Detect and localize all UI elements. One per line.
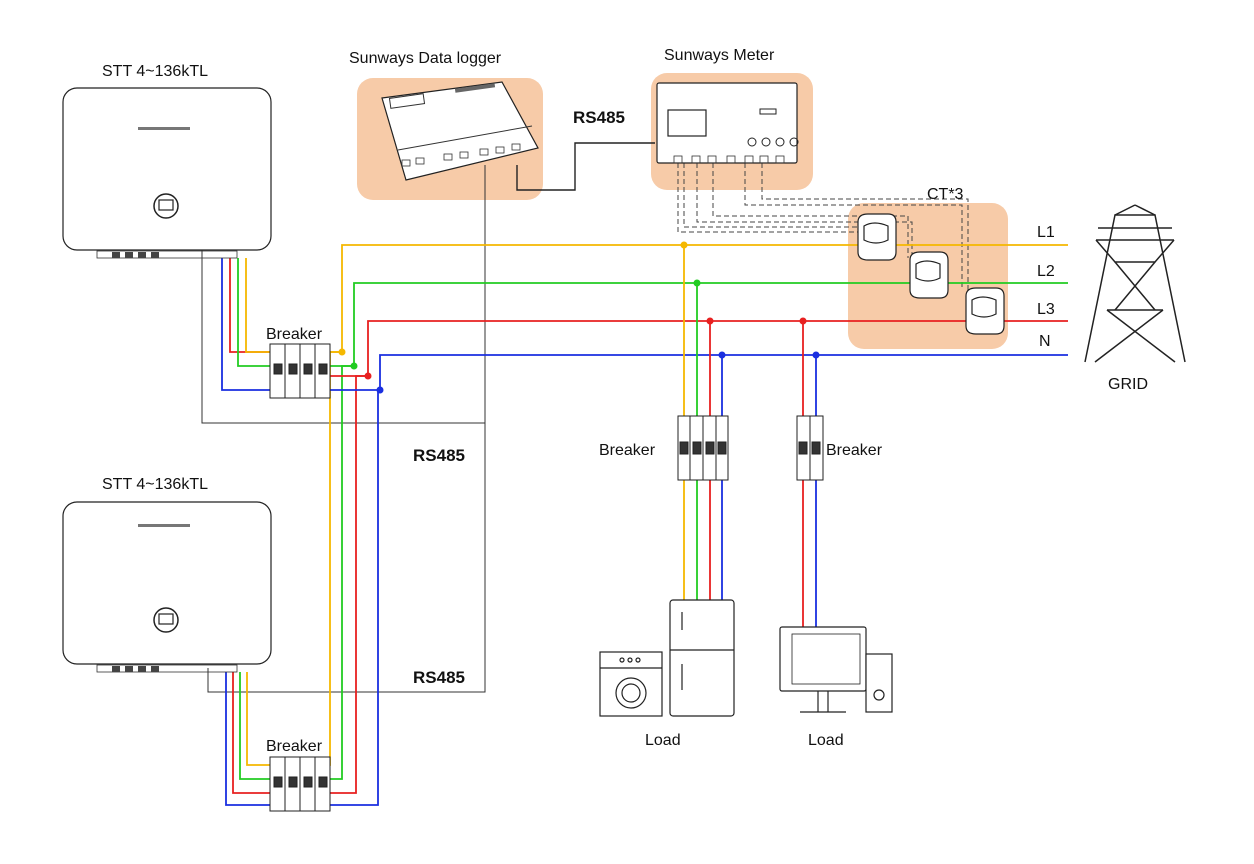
breaker-icon [269,343,331,399]
breaker-load-1ph-label: Breaker [826,442,883,459]
line-n-label: N [1039,333,1051,350]
meter-label: Sunways Meter [664,47,775,64]
rs485-mid-label: RS485 [413,446,465,465]
line-l3-label: L3 [1037,301,1055,318]
breaker-icon [269,756,331,812]
line-l2-label: L2 [1037,263,1055,280]
fridge-icon [669,599,735,717]
breaker-icon [796,415,824,481]
grid-tower-icon [1084,204,1186,363]
inverter-bottom-label: STT 4~136kTL [102,476,208,493]
load-appliances-label: Load [645,732,681,749]
breaker-load-3ph-label: Breaker [599,442,656,459]
ct-label: CT*3 [927,186,964,203]
meter-icon [656,82,799,164]
breaker-icon [677,415,729,481]
computer-icon [779,626,893,713]
breaker-inv-bottom-label: Breaker [266,738,323,755]
data-logger-icon [381,81,539,181]
ct-dashed-wiring [677,163,969,293]
inverter-top-label: STT 4~136kTL [102,63,208,80]
rs485-wiring [201,142,655,693]
rs485-bottom-label: RS485 [413,668,465,687]
ct-clamp-icon [857,213,897,261]
junction-dots [338,241,820,394]
rs485-logger-meter-label: RS485 [573,108,625,127]
line-l1-label: L1 [1037,224,1055,241]
breaker-inv-top-label: Breaker [266,326,323,343]
ct-clamp-icon [909,251,949,299]
grid-label: GRID [1108,376,1148,393]
data-logger-label: Sunways Data logger [349,50,502,67]
inverter-icon [62,501,272,673]
load-computer-label: Load [808,732,844,749]
washing-machine-icon [599,651,663,717]
ct-clamp-icon [965,287,1005,335]
inverter-icon [62,87,272,259]
